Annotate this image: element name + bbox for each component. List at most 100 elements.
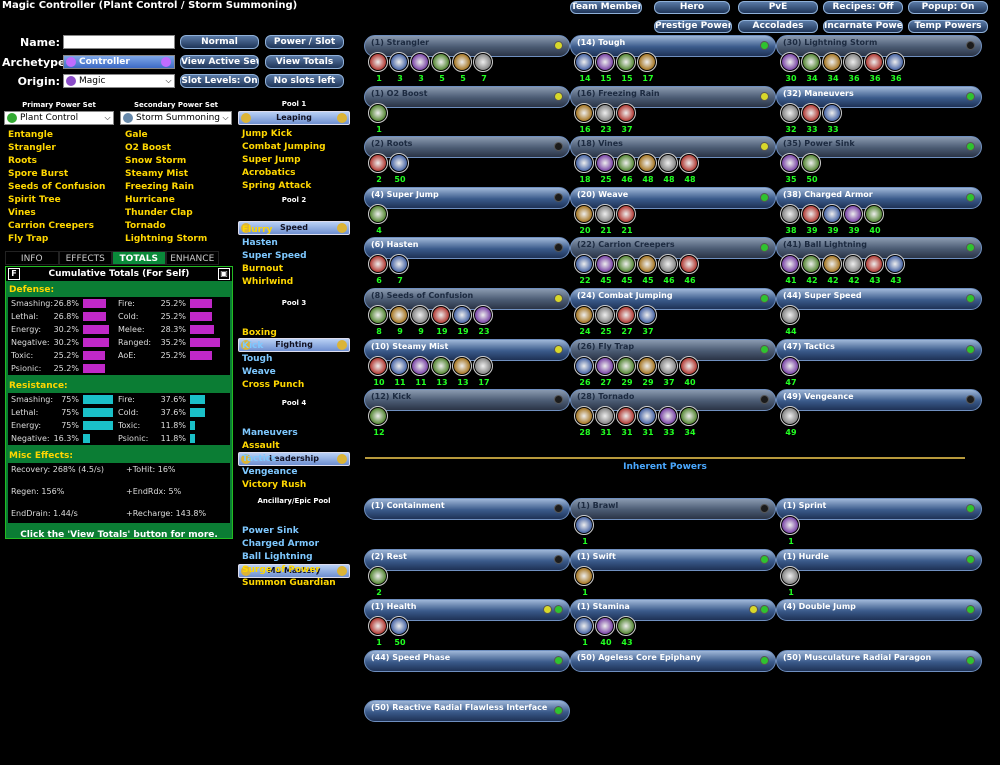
power-acrobatics[interactable]: Acrobatics	[242, 168, 296, 178]
power-slot-18-vines[interactable]: (18) Vines	[570, 136, 776, 159]
power-gale[interactable]: Gale	[125, 130, 148, 140]
normal-button[interactable]: Normal	[180, 35, 259, 49]
power-steamy-mist[interactable]: Steamy Mist	[125, 169, 189, 179]
power-seeds-of-confusion[interactable]: Seeds of Confusion	[8, 182, 106, 192]
enhancement-slot[interactable]: 1	[574, 515, 594, 546]
power-roots[interactable]: Roots	[8, 156, 37, 166]
enhancement-slot[interactable]: 1	[780, 565, 800, 597]
power-vengeance[interactable]: Vengeance	[242, 467, 298, 477]
enhancement-slot[interactable]: 45	[616, 254, 636, 285]
enhancement-slot[interactable]: 14	[574, 52, 594, 83]
enhancement-slot[interactable]: 21	[595, 203, 615, 235]
enhancement-slot[interactable]: 10	[368, 355, 388, 387]
power-victory-rush[interactable]: Victory Rush	[242, 480, 307, 490]
power-ball-lightning[interactable]: Ball Lightning	[242, 552, 313, 562]
enhancement-slot[interactable]: 45	[637, 254, 657, 285]
enhancement-slot[interactable]: 23	[473, 305, 493, 336]
power-slot-14-tough[interactable]: (14) Tough	[570, 35, 776, 57]
power-thunder-clap[interactable]: Thunder Clap	[125, 208, 193, 218]
view-active-sets-button[interactable]: View Active Sets	[180, 55, 259, 69]
power-snow-storm[interactable]: Snow Storm	[125, 156, 187, 166]
power-cross-punch[interactable]: Cross Punch	[242, 380, 305, 390]
enhancement-slot[interactable]: 25	[595, 305, 615, 336]
origin-select[interactable]: Magic⌵	[63, 74, 175, 88]
enhancement-slot[interactable]: 1	[574, 616, 594, 647]
power-slot-button[interactable]: Power / Slot	[265, 35, 344, 49]
enhancement-slot[interactable]: 37	[616, 102, 636, 134]
enhancement-slot[interactable]: 37	[658, 355, 678, 387]
enhancement-slot[interactable]: 50	[801, 153, 821, 184]
pool-leaping-select[interactable]: Leaping	[238, 111, 350, 125]
power-freezing-rain[interactable]: Freezing Rain	[125, 182, 195, 192]
enhancement-slot[interactable]: 5	[431, 52, 451, 83]
enhancement-slot[interactable]: 11	[410, 355, 430, 387]
no-slots-left-button[interactable]: No slots left	[265, 74, 344, 88]
enhancement-slot[interactable]: 46	[658, 254, 678, 285]
popup-on-button[interactable]: Popup: On	[908, 1, 988, 14]
enhancement-slot[interactable]: 24	[574, 305, 594, 336]
power-surge-of-power[interactable]: Surge of Power	[242, 565, 320, 575]
enhancement-slot[interactable]: 7	[389, 254, 409, 285]
enhancement-slot[interactable]: 38	[780, 203, 800, 235]
power-slot-1-o2-boost[interactable]: (1) O2 Boost	[364, 85, 570, 108]
enhancement-slot[interactable]: 40	[595, 616, 615, 647]
incarnate-powers-button[interactable]: Incarnate Powers	[823, 20, 903, 33]
power-slot-50-reactive-radial-flawless-interface[interactable]: (50) Reactive Radial Flawless Interface	[364, 700, 570, 723]
name-input[interactable]	[63, 35, 175, 49]
enhancement-slot[interactable]: 1	[780, 515, 800, 546]
power-charged-armor[interactable]: Charged Armor	[242, 539, 320, 549]
power-power-sink[interactable]: Power Sink	[242, 526, 299, 536]
power-weave[interactable]: Weave	[242, 367, 276, 377]
power-tactics[interactable]: Tactics	[242, 454, 277, 464]
enhancement-slot[interactable]: 11	[389, 355, 409, 387]
enhancement-slot[interactable]: 36	[885, 52, 905, 83]
enhancement-slot[interactable]: 26	[574, 355, 594, 387]
power-slot-24-combat-jumping[interactable]: (24) Combat Jumping	[570, 288, 776, 310]
power-spore-burst[interactable]: Spore Burst	[8, 169, 69, 179]
enhancement-slot[interactable]: 15	[595, 52, 615, 83]
power-slot-4-double-jump[interactable]: (4) Double Jump	[776, 599, 982, 622]
power-jump-kick[interactable]: Jump Kick	[242, 129, 293, 139]
power-maneuvers[interactable]: Maneuvers	[242, 428, 298, 438]
power-hurricane[interactable]: Hurricane	[125, 195, 175, 205]
tab-totals[interactable]: TOTALS	[112, 251, 166, 265]
pve-button[interactable]: PvE	[738, 1, 818, 14]
power-slot-20-weave[interactable]: (20) Weave	[570, 186, 776, 209]
power-slot-1-swift[interactable]: (1) Swift	[570, 548, 776, 571]
power-slot-2-rest[interactable]: (2) Rest	[364, 548, 570, 571]
enhancement-slot[interactable]: 6	[368, 254, 388, 285]
power-slot-6-hasten[interactable]: (6) Hasten	[364, 237, 570, 260]
enhancement-slot[interactable]: 48	[637, 153, 657, 184]
power-slot-4-super-jump[interactable]: (4) Super Jump	[364, 186, 570, 209]
power-slot-1-hurdle[interactable]: (1) Hurdle	[776, 548, 982, 571]
enhancement-slot[interactable]: 39	[801, 203, 821, 235]
power-tough[interactable]: Tough	[242, 354, 273, 364]
recipes-off-button[interactable]: Recipes: Off	[823, 1, 903, 14]
view-totals-button[interactable]: View Totals	[265, 55, 344, 69]
enhancement-slot[interactable]: 43	[864, 254, 884, 285]
power-hasten[interactable]: Hasten	[242, 238, 278, 248]
power-slot-1-sprint[interactable]: (1) Sprint	[776, 498, 982, 520]
power-whirlwind[interactable]: Whirlwind	[242, 277, 294, 287]
enhancement-slot[interactable]: 40	[864, 203, 884, 235]
archetype-select[interactable]: Controller	[63, 55, 175, 69]
power-super-speed[interactable]: Super Speed	[242, 251, 307, 261]
power-slot-44-super-speed[interactable]: (44) Super Speed	[776, 288, 982, 310]
enhancement-slot[interactable]: 47	[780, 355, 800, 387]
enhancement-slot[interactable]: 18	[574, 153, 594, 184]
enhancement-slot[interactable]: 25	[595, 153, 615, 184]
enhancement-slot[interactable]: 7	[473, 52, 493, 83]
enhancement-slot[interactable]: 39	[822, 203, 842, 235]
enhancement-slot[interactable]: 31	[616, 406, 636, 437]
tab-info[interactable]: INFO	[5, 251, 59, 265]
enhancement-slot[interactable]: 50	[389, 153, 409, 184]
enhancement-slot[interactable]: 27	[616, 305, 636, 336]
enhancement-slot[interactable]: 2	[368, 153, 388, 184]
enhancement-slot[interactable]: 21	[616, 203, 636, 235]
enhancement-slot[interactable]: 34	[822, 52, 842, 83]
enhancement-slot[interactable]: 50	[389, 616, 409, 647]
enhancement-slot[interactable]: 34	[801, 52, 821, 83]
enhancement-slot[interactable]: 33	[801, 102, 821, 134]
enhancement-slot[interactable]: 19	[452, 305, 472, 336]
enhancement-slot[interactable]: 2	[368, 565, 388, 597]
